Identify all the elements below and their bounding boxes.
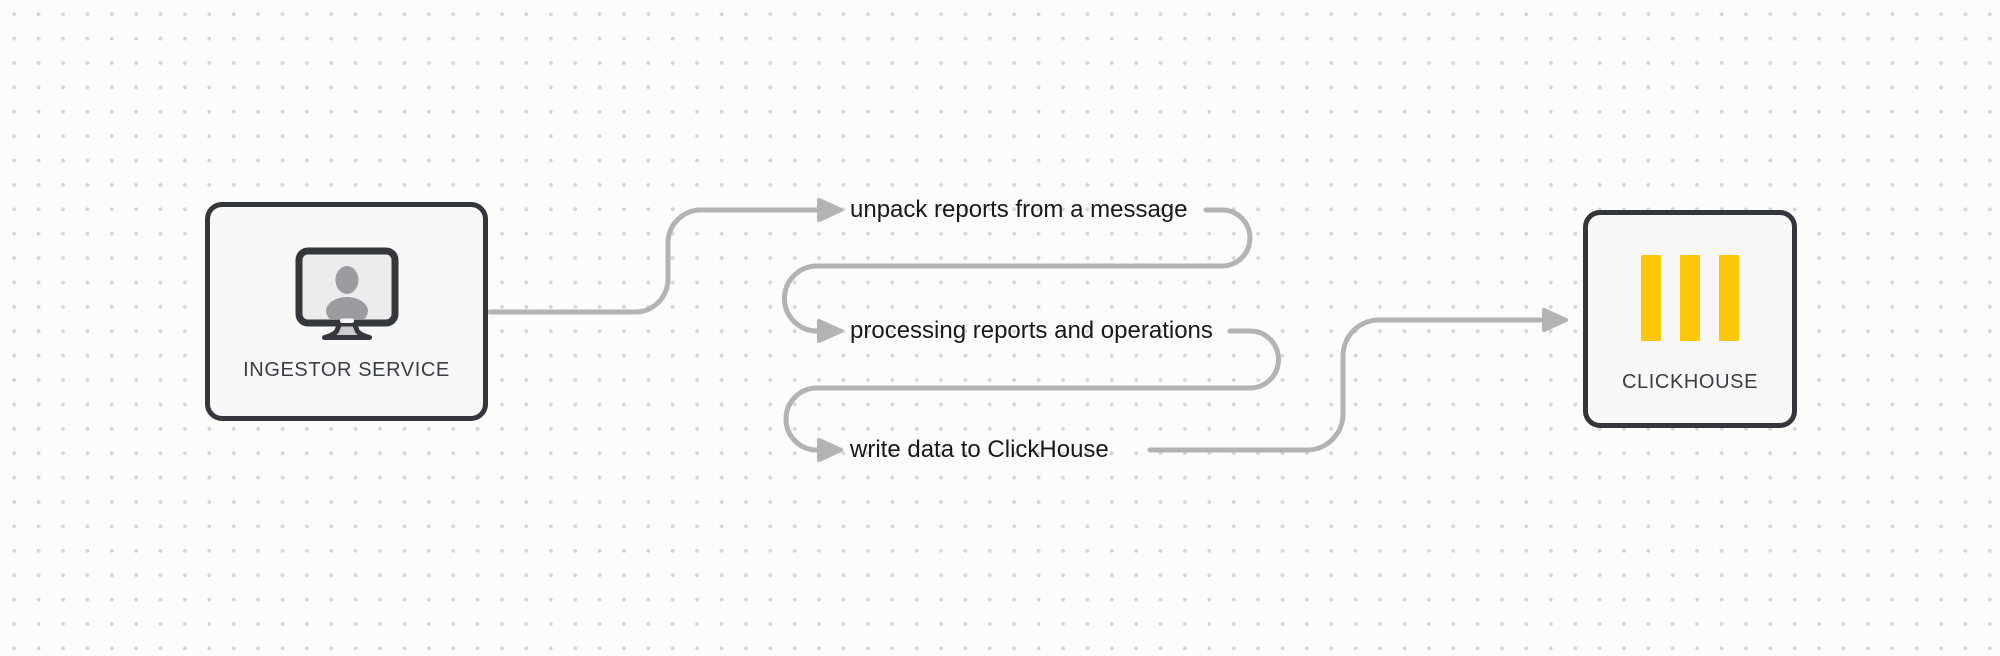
connector-step2-to-step3	[783, 328, 1281, 453]
monitor-user-icon	[295, 247, 398, 340]
clickhouse-logo-icon	[1641, 255, 1739, 341]
connector-ingestor-to-step1	[487, 207, 822, 315]
step-label-processing: processing reports and operations	[850, 317, 1213, 344]
arrowhead-step3-icon	[817, 438, 843, 462]
node-clickhouse: CLICKHOUSE	[1583, 210, 1797, 428]
arrowhead-step2-icon	[817, 319, 843, 343]
node-ingestor-service: INGESTOR SERVICE	[205, 202, 488, 421]
arrowhead-step1-icon	[817, 198, 843, 222]
clickhouse-bar-icon	[1680, 255, 1700, 341]
clickhouse-bar-icon	[1641, 255, 1661, 341]
node-clickhouse-label: CLICKHOUSE	[1621, 371, 1759, 393]
node-ingestor-label: INGESTOR SERVICE	[243, 359, 450, 381]
connector-step3-to-clickhouse	[1147, 317, 1547, 453]
step-label-unpack: unpack reports from a message	[850, 196, 1188, 223]
step-label-write: write data to ClickHouse	[850, 436, 1109, 463]
connector-step1-to-step2	[782, 207, 1253, 334]
clickhouse-bar-icon	[1719, 255, 1739, 341]
arrowhead-clickhouse-icon	[1542, 308, 1568, 332]
